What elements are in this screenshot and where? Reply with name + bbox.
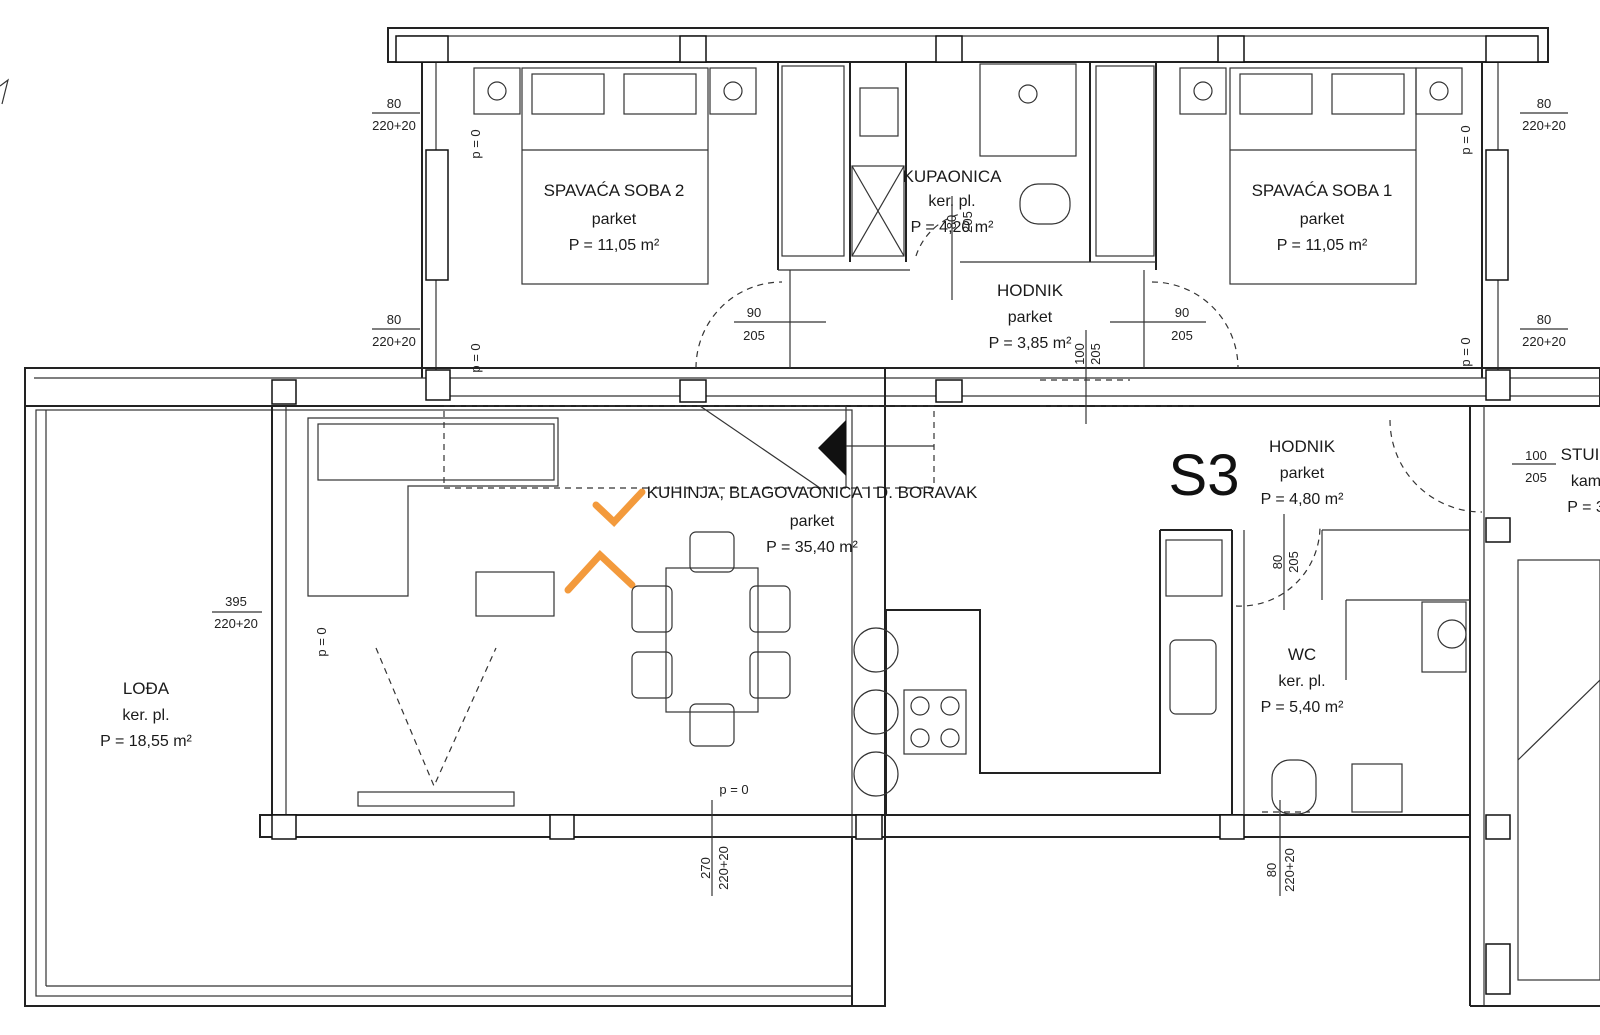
svg-text:p = 0: p = 0 [468,343,483,372]
svg-text:220+20: 220+20 [214,616,258,631]
svg-text:205: 205 [960,211,975,233]
svg-text:P = 18,55 m²: P = 18,55 m² [100,733,192,750]
svg-text:LOĐA: LOĐA [123,679,170,698]
svg-text:p = 0: p = 0 [1458,125,1473,154]
svg-text:P = 11,05 m²: P = 11,05 m² [569,237,660,254]
svg-text:395: 395 [225,594,247,609]
svg-text:KUHINJA, BLAGOVAONICA I D. BOR: KUHINJA, BLAGOVAONICA I D. BORAVAK [647,483,978,502]
svg-text:kam: kam [1571,473,1600,490]
svg-text:HODNIK: HODNIK [1269,437,1336,456]
svg-text:205: 205 [1088,343,1103,365]
room-label-loda: LOĐA ker. pl. P = 18,55 m² [100,679,192,750]
structural-columns [271,35,1539,995]
svg-text:SPAVAĆA SOBA 1: SPAVAĆA SOBA 1 [1252,181,1393,200]
svg-text:WC: WC [1288,645,1316,664]
svg-text:P = 3: P = 3 [1567,499,1600,516]
svg-text:90: 90 [1175,305,1189,320]
room-label-stubiste: STUI kam P = 3 [1561,445,1600,516]
svg-text:KUPAONICA: KUPAONICA [903,167,1003,186]
svg-text:HODNIK: HODNIK [997,281,1064,300]
svg-text:P = 5,40 m²: P = 5,40 m² [1261,699,1345,716]
interior-walls [777,62,1470,815]
svg-text:220+20: 220+20 [372,118,416,133]
room-label-hodnik-lower: HODNIK parket P = 4,80 m² [1261,437,1345,508]
svg-text:p = 0: p = 0 [1458,337,1473,366]
svg-text:p = 0: p = 0 [719,782,748,797]
svg-text:P = 4,80 m²: P = 4,80 m² [1261,491,1345,508]
svg-text:220+20: 220+20 [1522,118,1566,133]
watermark-logo [564,488,646,594]
room-label-spavaca-soba-1: SPAVAĆA SOBA 1 parket P = 11,05 m² [1252,181,1393,254]
svg-text:P = 35,40 m²: P = 35,40 m² [766,539,858,556]
svg-text:80: 80 [387,96,401,111]
svg-text:parket: parket [790,513,835,530]
svg-text:100: 100 [1525,448,1547,463]
svg-text:205: 205 [1171,328,1193,343]
svg-text:100: 100 [1072,343,1087,365]
edge-mark [0,78,9,105]
svg-text:205: 205 [1525,470,1547,485]
furniture [307,63,1600,981]
room-label-kuhinja: KUHINJA, BLAGOVAONICA I D. BORAVAK parke… [647,483,978,556]
svg-text:80: 80 [1537,312,1551,327]
svg-text:80: 80 [1264,863,1279,877]
unit-label: S3 [1169,443,1240,508]
doors [695,213,1483,813]
svg-text:SPAVAĆA SOBA 2: SPAVAĆA SOBA 2 [544,181,685,200]
svg-text:ker. pl.: ker. pl. [1278,673,1325,690]
svg-text:P = 11,05 m²: P = 11,05 m² [1277,237,1368,254]
svg-text:parket: parket [1008,309,1053,326]
svg-text:220+20: 220+20 [716,846,731,890]
room-label-hodnik-upper: HODNIK parket P = 3,85 m² [989,281,1073,352]
svg-text:205: 205 [1286,551,1301,573]
room-label-wc: WC ker. pl. P = 5,40 m² [1261,645,1345,716]
room-label-spavaca-soba-2: SPAVAĆA SOBA 2 parket P = 11,05 m² [544,181,685,254]
svg-text:80: 80 [1537,96,1551,111]
svg-text:80: 80 [1270,555,1285,569]
svg-text:220+20: 220+20 [1522,334,1566,349]
svg-text:220+20: 220+20 [1282,848,1297,892]
svg-text:parket: parket [1280,465,1325,482]
svg-text:P = 3,85 m²: P = 3,85 m² [989,335,1073,352]
svg-text:STUI: STUI [1561,445,1600,464]
svg-text:270: 270 [698,857,713,879]
svg-text:90: 90 [747,305,761,320]
svg-text:ker. pl.: ker. pl. [122,707,169,724]
svg-text:p = 0: p = 0 [468,129,483,158]
svg-text:p = 0: p = 0 [314,627,329,656]
svg-text:80: 80 [387,312,401,327]
svg-text:parket: parket [592,211,637,228]
dimension-labels: 80 220+20 80 220+20 80 220+20 80 220+20 … [212,96,1568,896]
svg-text:205: 205 [743,328,765,343]
svg-text:parket: parket [1300,211,1345,228]
svg-text:220+20: 220+20 [372,334,416,349]
staircase [443,405,1600,981]
